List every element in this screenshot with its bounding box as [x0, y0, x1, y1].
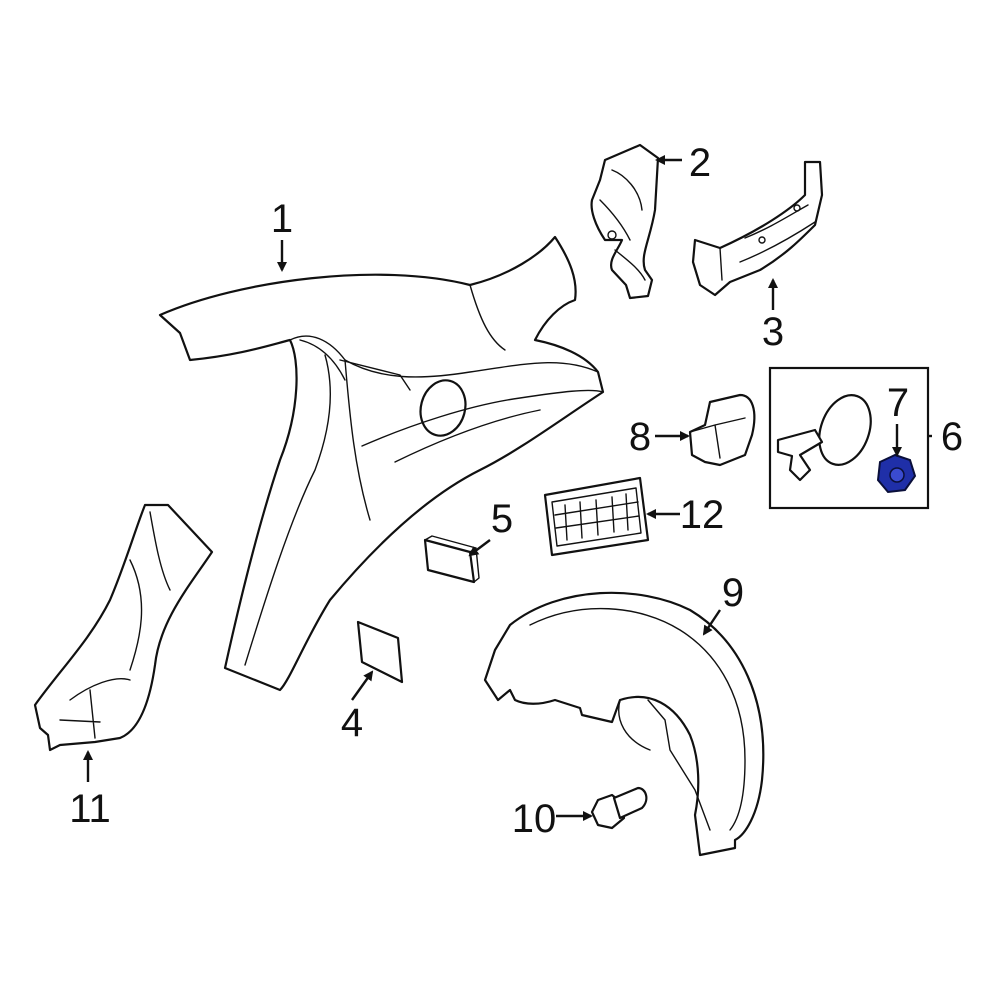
callout-3: 3 [762, 310, 784, 354]
part-3-reinforcement[interactable] [691, 160, 824, 297]
part-12-vent-grille[interactable] [543, 476, 650, 557]
part-8-housing[interactable] [688, 393, 756, 467]
callout-2: 2 [689, 141, 711, 185]
callout-labels: 1 2 3 4 5 6 7 8 9 10 11 12 [69, 141, 963, 841]
callout-4: 4 [341, 701, 363, 745]
callout-5: 5 [491, 497, 513, 541]
callout-8: 8 [629, 415, 651, 459]
arrow-4 [351, 670, 374, 701]
part-2-bracket[interactable] [590, 143, 660, 300]
part-10-bolt[interactable] [590, 786, 648, 830]
part-7-nut[interactable] [876, 453, 917, 494]
callout-7: 7 [887, 381, 909, 425]
part-11-pillar-panel[interactable] [33, 503, 214, 752]
part-4-pad[interactable] [356, 620, 404, 684]
callout-arrows [83, 155, 932, 821]
callout-11: 11 [69, 787, 111, 831]
callout-9: 9 [722, 571, 744, 615]
part-6-fuel-door-assembly[interactable] [768, 366, 930, 510]
part-5-block[interactable] [423, 535, 480, 584]
part-1-quarter-panel[interactable] [158, 235, 605, 692]
part-9-wheelhouse-liner[interactable] [483, 591, 765, 857]
callout-1: 1 [271, 197, 293, 241]
callout-10: 10 [512, 797, 557, 841]
arrow-5 [468, 539, 491, 557]
arrow-9 [702, 609, 721, 636]
callout-12: 12 [680, 493, 725, 537]
callout-6: 6 [941, 415, 963, 459]
